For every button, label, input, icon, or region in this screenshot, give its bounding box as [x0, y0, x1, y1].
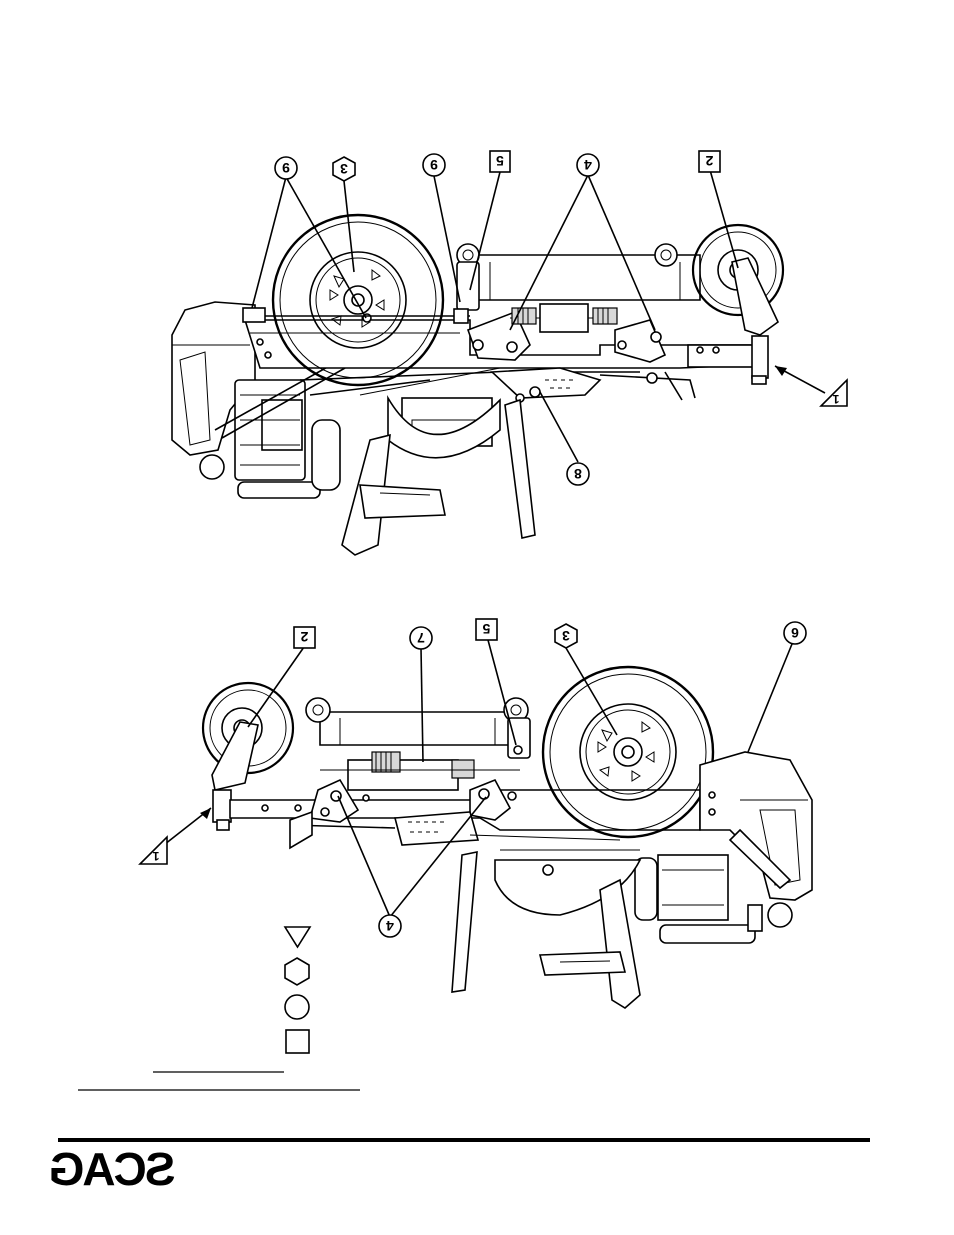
- callout-7-bottom: 7: [410, 627, 432, 649]
- scag-logo-icon: SCAG: [51, 1143, 176, 1195]
- legend-hexagon-icon: [285, 958, 309, 985]
- legend-symbols: [285, 927, 310, 1053]
- callout-1-bottom: 1: [140, 837, 167, 864]
- callout-5-bottom: 5: [476, 619, 497, 640]
- legend-circle-icon: [285, 995, 309, 1019]
- callout-5-top: 5: [490, 151, 510, 172]
- svg-text:5: 5: [482, 621, 490, 637]
- svg-text:3: 3: [340, 161, 348, 177]
- svg-text:2: 2: [300, 629, 308, 645]
- callout-8-top: 8: [567, 463, 589, 485]
- legend-square-icon: [286, 1030, 309, 1053]
- svg-text:9: 9: [282, 160, 290, 176]
- svg-text:6: 6: [791, 625, 799, 641]
- svg-text:8: 8: [574, 466, 582, 482]
- callout-3-top: 3: [333, 157, 355, 181]
- callout-3-bottom: 3: [555, 624, 577, 648]
- callout-6-bottom: 6: [784, 622, 806, 644]
- legend-triangle-icon: [285, 927, 310, 947]
- callout-9-top-right: 9: [423, 154, 445, 176]
- legend-underlines: [78, 1072, 360, 1090]
- svg-text:7: 7: [417, 630, 425, 646]
- callout-2-bottom: 2: [294, 627, 315, 648]
- svg-text:2: 2: [705, 153, 713, 169]
- svg-text:4: 4: [386, 918, 394, 934]
- mower-illustration-bottom: [203, 667, 812, 1008]
- svg-text:5: 5: [496, 153, 504, 169]
- svg-text:1: 1: [832, 392, 839, 406]
- svg-text:3: 3: [562, 628, 570, 644]
- callout-4-top: 4: [577, 154, 599, 176]
- callout-9-top-left: 9: [275, 157, 297, 179]
- svg-text:4: 4: [584, 157, 592, 173]
- svg-text:1: 1: [152, 849, 159, 863]
- callout-2-top: 2: [699, 151, 720, 172]
- svg-text:9: 9: [430, 157, 438, 173]
- callout-4-bottom: 4: [379, 915, 401, 937]
- svg-text:SCAG: SCAG: [51, 1143, 176, 1195]
